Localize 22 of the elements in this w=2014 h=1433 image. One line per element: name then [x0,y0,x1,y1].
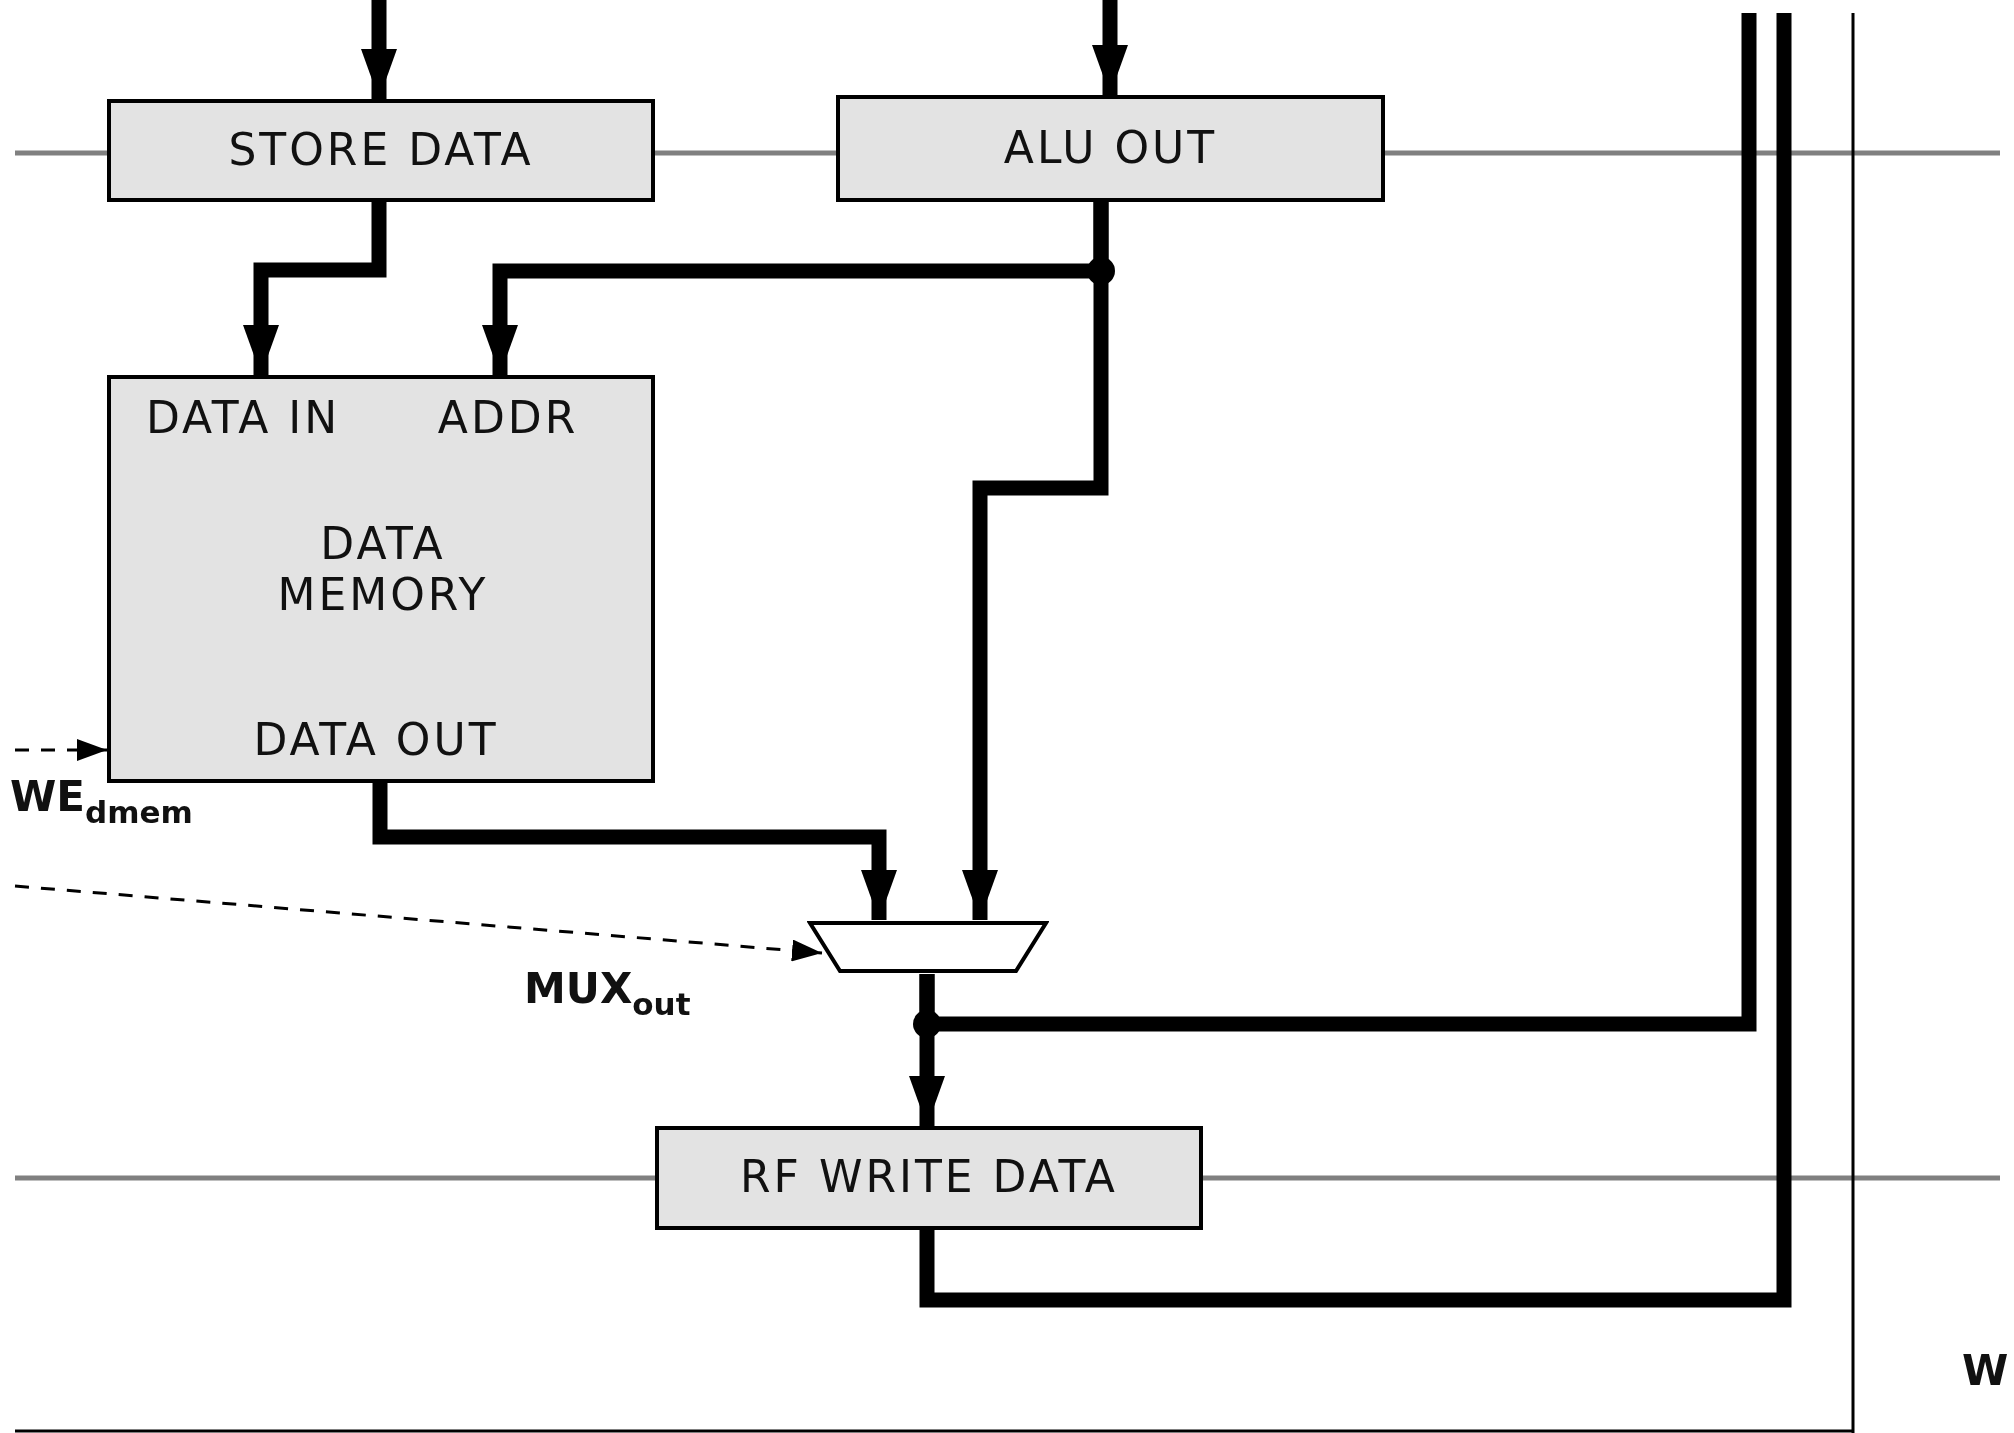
signal-label: WE$_{dmem}$ [10,776,193,828]
datapath-arrow [1092,0,1128,95]
control-signal-arrow [14,884,823,962]
register-label: ALU OUT [1002,122,1219,174]
port-label: DATA IN [144,393,342,444]
port-label: ADDR [436,393,580,444]
pipeline-register-box [836,95,1385,202]
register-label: STORE DATA [227,124,535,176]
port-label: DATA OUT [252,715,500,766]
datapath-arrow [361,0,397,99]
memory-block [107,375,655,783]
control-signal-arrow [15,739,107,761]
stage-label: W [1962,1350,2009,1392]
pipeline-register-box [107,99,655,202]
datapath-arrow [962,202,1109,920]
signal-label: MUX$_{out}$ [524,968,691,1020]
register-label: RF WRITE DATA [739,1152,1119,1203]
datapath-arrow [372,783,897,920]
block-title: DATA MEMORY [276,519,490,621]
pipeline-register-box [655,1126,1203,1230]
multiplexer-shape [807,920,1049,974]
datapath-arrow [243,202,387,375]
